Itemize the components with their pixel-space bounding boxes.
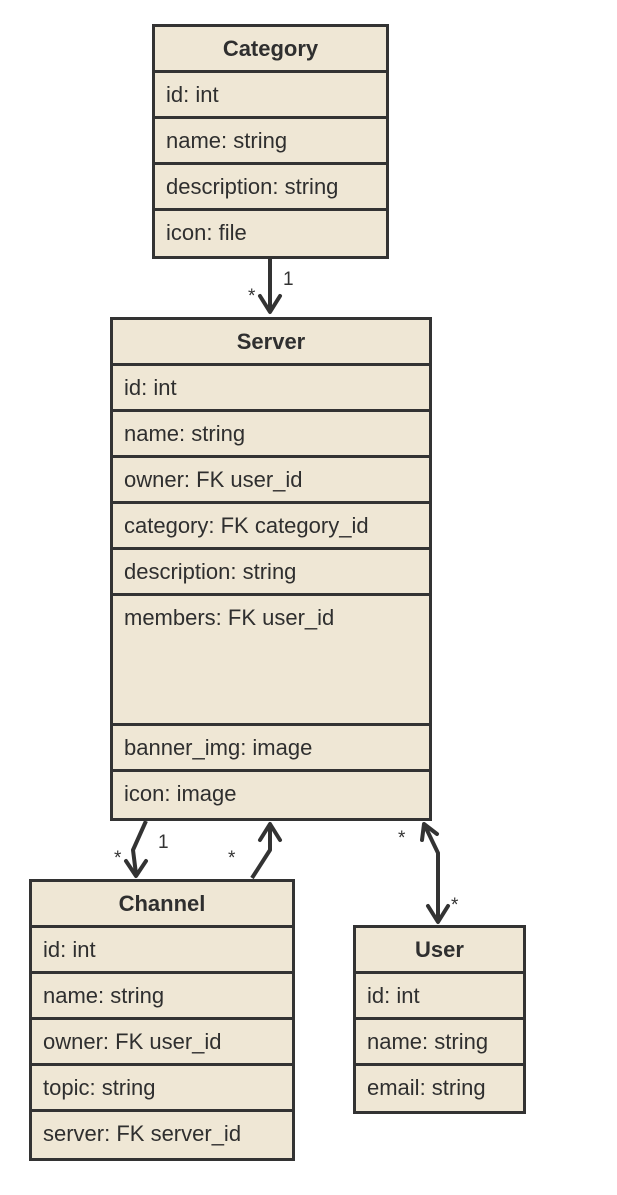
user-field-email: email: string [356, 1063, 523, 1109]
category-server-arrowhead [258, 294, 282, 314]
category-field-name: name: string [155, 116, 386, 162]
multiplicity-channel-end-server-channel: * [114, 848, 122, 869]
multiplicity-server-end-category: * [248, 286, 256, 307]
channel-field-server: server: FK server_id [32, 1109, 292, 1155]
server-field-description: description: string [113, 547, 429, 593]
channel-field-topic: topic: string [32, 1063, 292, 1109]
user-field-id: id: int [356, 971, 523, 1017]
category-field-description: description: string [155, 162, 386, 208]
channel-server-link [250, 826, 272, 880]
category-field-icon: icon: file [155, 208, 386, 254]
user-title: User [415, 937, 464, 962]
server-user-link [423, 825, 440, 921]
channel-server-arrowhead [258, 822, 282, 842]
channel-field-id: id: int [32, 925, 292, 971]
multiplicity-category-end: 1 [283, 269, 294, 290]
multiplicity-user-end: * [451, 895, 459, 916]
channel-field-name: name: string [32, 971, 292, 1017]
server-field-banner-img: banner_img: image [113, 723, 429, 769]
server-field-owner: owner: FK user_id [113, 455, 429, 501]
server-field-id: id: int [113, 363, 429, 409]
channel-field-owner: owner: FK user_id [32, 1017, 292, 1063]
user-entity: User id: int name: string email: string [353, 925, 526, 1114]
server-entity: Server id: int name: string owner: FK us… [110, 317, 432, 821]
channel-entity: Channel id: int name: string owner: FK u… [29, 879, 295, 1161]
category-field-id: id: int [155, 70, 386, 116]
server-field-category: category: FK category_id [113, 501, 429, 547]
user-field-name: name: string [356, 1017, 523, 1063]
multiplicity-channel-end-channel-server: * [228, 848, 236, 869]
server-title: Server [236, 329, 306, 354]
server-field-name: name: string [113, 409, 429, 455]
server-channel-arrowhead [124, 859, 148, 878]
server-user-arrowhead-bottom [426, 904, 450, 924]
multiplicity-server-end-user: * [398, 828, 406, 849]
server-user-arrowhead-top [420, 822, 439, 842]
category-entity: Category id: int name: string descriptio… [152, 24, 389, 259]
server-field-members: members: FK user_id [113, 593, 429, 723]
server-channel-link [131, 820, 148, 875]
multiplicity-server-end-server-channel: 1 [158, 832, 169, 853]
category-title: Category [222, 36, 319, 61]
channel-title: Channel [118, 891, 206, 916]
server-field-icon: icon: image [113, 769, 429, 815]
